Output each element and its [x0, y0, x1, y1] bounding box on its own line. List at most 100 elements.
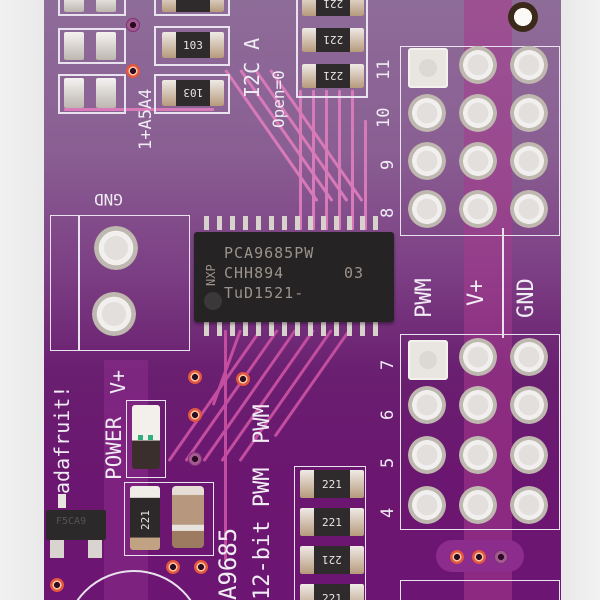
- silk-box: [154, 26, 230, 66]
- header-pin: [459, 190, 497, 228]
- header-pin: [510, 142, 548, 180]
- open-zero-label: Open=0: [269, 70, 288, 128]
- via: [126, 64, 140, 78]
- header-pin: [459, 386, 497, 424]
- resistor: 221: [300, 546, 364, 574]
- trace: [351, 90, 354, 230]
- header-pin-square: [408, 340, 448, 380]
- via: [188, 452, 202, 466]
- silk-box: [58, 0, 126, 16]
- header-outline: [400, 334, 560, 530]
- header-pin: [408, 142, 446, 180]
- header-pin: [459, 94, 497, 132]
- adafruit-logo-text: adafruit!: [50, 385, 74, 494]
- via: [188, 408, 202, 422]
- transistor-pin: [58, 494, 66, 508]
- via: [494, 550, 508, 564]
- header-gnd-label: GND: [514, 278, 539, 318]
- header-pin: [459, 486, 497, 524]
- chip-batch-code: CHH894: [224, 264, 285, 282]
- channel-9-label: 9: [378, 159, 398, 170]
- chip-pins-top: [204, 216, 386, 230]
- trace: [325, 90, 328, 230]
- channel-4-label: 4: [378, 507, 398, 518]
- silk-box: [296, 0, 368, 98]
- channel-6-label: 6: [378, 409, 398, 420]
- jumper-pad: [64, 78, 84, 108]
- address-jumper-label: 1+A5A4: [136, 88, 156, 150]
- header-pin: [408, 94, 446, 132]
- header-pin: [510, 46, 548, 84]
- pin1-marker: [204, 292, 222, 310]
- background-right: [560, 0, 600, 600]
- header-pin: [459, 436, 497, 474]
- header-pin: [408, 190, 446, 228]
- power-rail: [104, 360, 148, 600]
- trace: [299, 90, 302, 230]
- trace: [338, 90, 341, 230]
- i2c-address-label: I2C A: [240, 37, 264, 98]
- resistor: 221: [300, 470, 364, 498]
- resistor-vertical: 221: [130, 486, 160, 550]
- via: [236, 372, 250, 386]
- trace: [312, 90, 315, 230]
- resistor: 221: [302, 0, 364, 16]
- nxp-logo: NXP: [204, 264, 218, 286]
- silk-box: [294, 466, 366, 600]
- channel-10-label: 10: [374, 107, 394, 128]
- header-pin: [510, 338, 548, 376]
- chip-batch-suffix: 03: [344, 264, 365, 282]
- power-led: [132, 405, 160, 469]
- resistor: 221: [300, 584, 364, 600]
- led-die: [148, 435, 153, 440]
- header-pin-square: [408, 48, 448, 88]
- chip-date-code: TuD1521-: [224, 284, 305, 302]
- channel-11-label: 11: [374, 59, 394, 80]
- capacitor: [172, 486, 204, 548]
- terminal-block-outline: [50, 215, 190, 351]
- header-pin: [459, 142, 497, 180]
- resistor: 221: [302, 64, 364, 88]
- header-pin: [459, 46, 497, 84]
- header-pin: [408, 486, 446, 524]
- terminal-gnd-label: GND: [94, 190, 123, 209]
- jumper-pad: [96, 0, 116, 12]
- header-pin: [510, 190, 548, 228]
- trace: [364, 120, 367, 230]
- silk-circle: [64, 570, 204, 600]
- transistor: F5CA9: [46, 510, 106, 540]
- header-pin: [459, 338, 497, 376]
- led-die: [138, 435, 143, 440]
- background-left: [0, 0, 46, 600]
- mounting-hole: [508, 2, 538, 32]
- silk-box: [154, 0, 230, 16]
- resistor: 103: [162, 32, 224, 58]
- silk-box: [124, 482, 214, 556]
- resistor: 103: [162, 80, 224, 106]
- via: [188, 370, 202, 384]
- terminal-pin-vplus: [92, 292, 136, 336]
- via: [450, 550, 464, 564]
- terminal-pin-gnd: [94, 226, 138, 270]
- header-vplus-label: V+: [464, 279, 489, 307]
- 12bit-pwm-label: 12-bit PWM: [250, 467, 275, 600]
- transistor-pin: [88, 540, 102, 558]
- resistor: 221: [300, 508, 364, 536]
- power-vplus-label: V+: [106, 369, 130, 394]
- via: [126, 18, 140, 32]
- via: [194, 560, 208, 574]
- jumper-pad: [64, 0, 84, 12]
- via: [50, 578, 64, 592]
- transistor-pin: [50, 540, 64, 558]
- via: [472, 550, 486, 564]
- pwm-label: PWM: [250, 404, 275, 444]
- jumper-pad: [64, 32, 84, 60]
- header-pin: [408, 436, 446, 474]
- resistor: [162, 0, 224, 12]
- jumper-pad: [96, 32, 116, 60]
- header-pin: [510, 486, 548, 524]
- channel-5-label: 5: [378, 457, 398, 468]
- trace: [224, 330, 227, 560]
- channel-7-label: 7: [378, 359, 398, 370]
- led-outline: [126, 400, 166, 478]
